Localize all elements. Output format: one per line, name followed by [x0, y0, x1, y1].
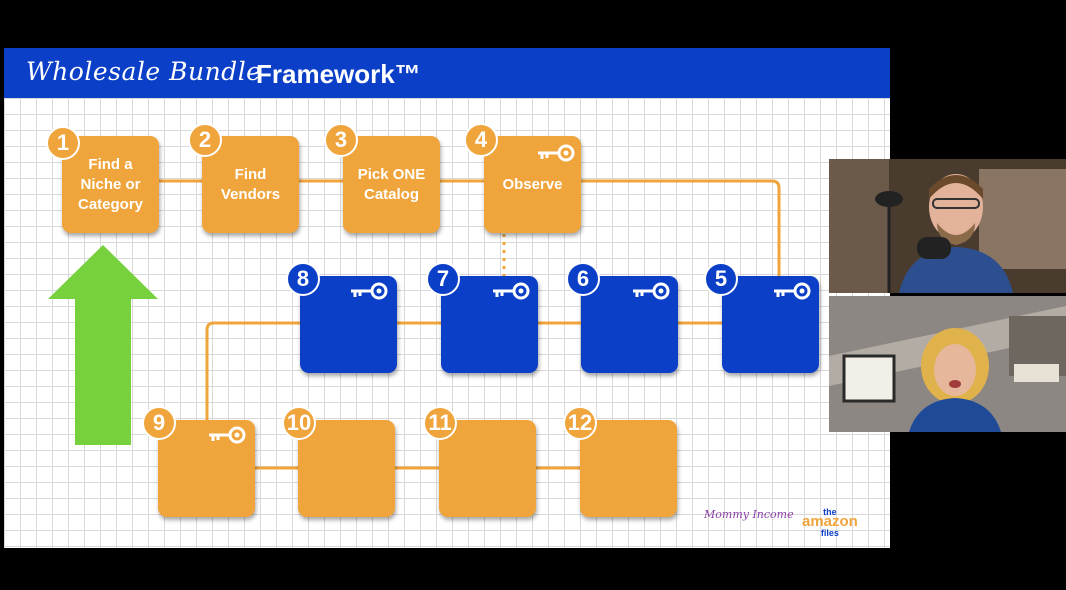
key-icon: [538, 144, 575, 162]
step-box-10: [298, 420, 395, 517]
video-tile-top[interactable]: [829, 159, 1066, 293]
presenter-video-female: [829, 296, 1066, 432]
step-number-1: 1: [46, 126, 80, 160]
step-label-4: Observe: [502, 175, 563, 193]
key-icon: [774, 282, 811, 300]
key-icon: [633, 282, 670, 300]
step-number-9: 9: [142, 406, 176, 440]
step-number-3: 3: [324, 123, 358, 157]
step-number-6: 6: [566, 262, 600, 296]
step-number-8: 8: [286, 262, 320, 296]
key-icon: [209, 426, 246, 444]
step-number-11: 11: [423, 406, 457, 440]
video-tile-bottom[interactable]: [829, 296, 1066, 432]
step-number-10: 10: [282, 406, 316, 440]
title-bold-text: Framework™: [256, 59, 421, 89]
step-number-12: 12: [563, 406, 597, 440]
key-icon: [493, 282, 530, 300]
step-number-7: 7: [426, 262, 460, 296]
step-number-5: 5: [704, 262, 738, 296]
step-box-12: [580, 420, 677, 517]
up-arrow-icon: [48, 245, 158, 445]
mommy-income-logo: Mommy Income: [704, 508, 794, 521]
title-banner: Wholesale Bundle Framework™: [4, 48, 890, 98]
step-box-11: [439, 420, 536, 517]
step-number-4: 4: [464, 123, 498, 157]
amazon-files-logo: the amazon files: [802, 507, 858, 538]
key-icon: [351, 282, 388, 300]
step-number-2: 2: [188, 123, 222, 157]
title-script-text: Wholesale Bundle: [26, 57, 262, 86]
step-connectors: [159, 179, 781, 470]
presenter-video-male: [829, 159, 1066, 293]
